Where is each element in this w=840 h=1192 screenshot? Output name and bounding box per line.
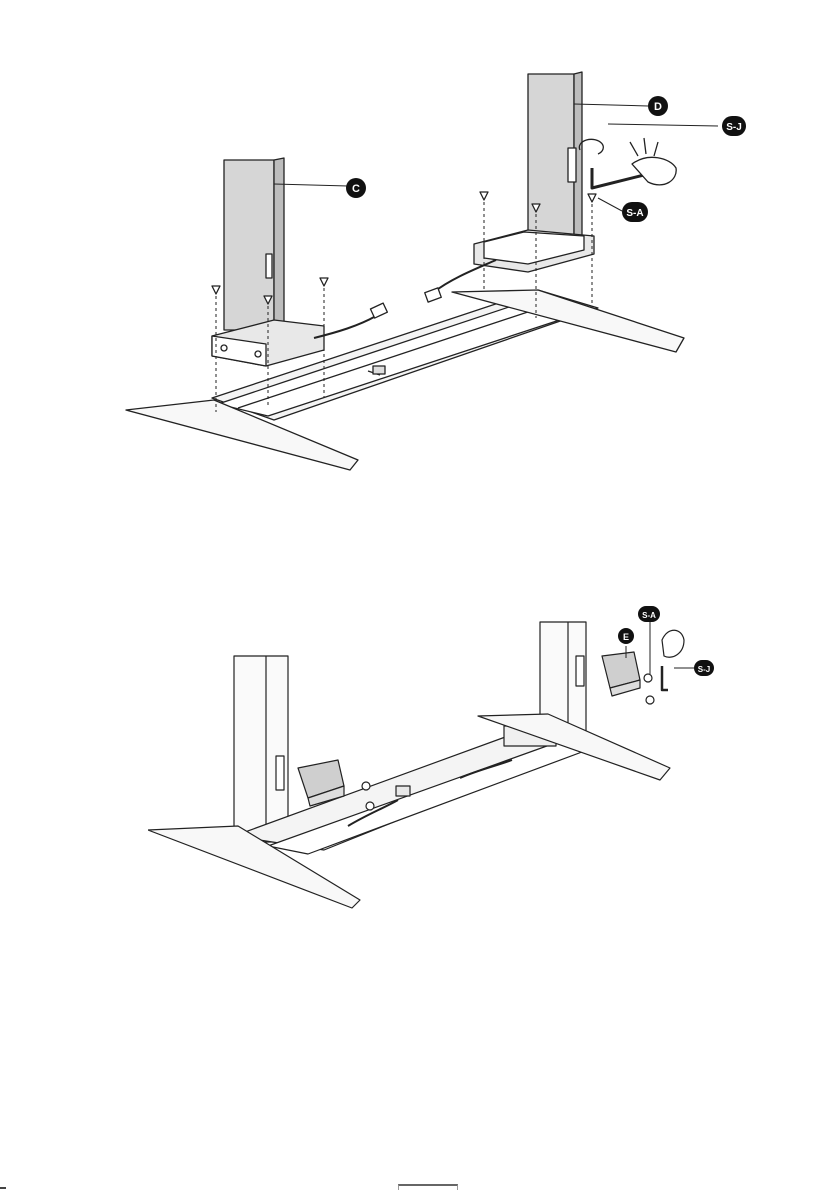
- callout-hex-key: S-J: [722, 116, 746, 136]
- callout-screw: S-A: [622, 202, 648, 222]
- callout-leg-d: D: [648, 96, 668, 116]
- svg-text:S-A: S-A: [626, 208, 643, 219]
- svg-text:S-J: S-J: [698, 665, 710, 674]
- assembly-step-figure-2: E S-A S-J: [148, 600, 716, 910]
- corner-mark: [0, 1187, 6, 1189]
- callout-bracket-e: E: [618, 628, 634, 644]
- svg-text:S-A: S-A: [642, 611, 656, 620]
- svg-text:E: E: [623, 632, 629, 642]
- svg-text:C: C: [352, 183, 360, 195]
- callout-screw: S-A: [638, 606, 660, 622]
- left-leg: [234, 656, 288, 842]
- svg-text:D: D: [654, 101, 662, 113]
- bracket-e: [602, 652, 640, 696]
- svg-text:S-J: S-J: [726, 122, 742, 133]
- hex-key-and-hand: [662, 630, 684, 690]
- hex-key-and-hand: [579, 138, 676, 188]
- left-foot: [126, 400, 358, 470]
- callout-hex-key: S-J: [694, 660, 714, 676]
- callout-leg-c: C: [346, 178, 366, 198]
- page-footer-mark: [398, 1184, 458, 1190]
- leg-d: [425, 72, 594, 302]
- assembly-step-figure-1: C D S-J S-A: [118, 68, 746, 473]
